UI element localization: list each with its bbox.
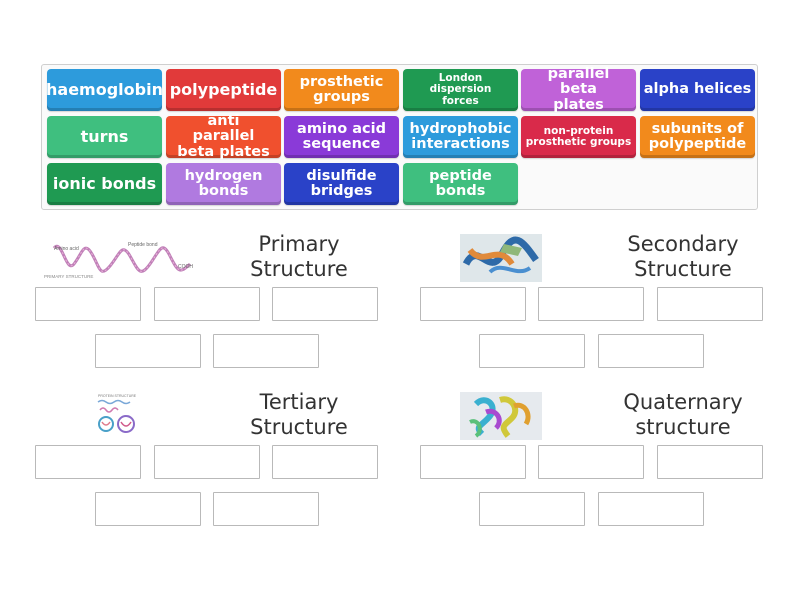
primary-drop-slot-3[interactable] bbox=[272, 287, 378, 321]
primary-drop-slot-1[interactable] bbox=[35, 287, 141, 321]
tertiary-drop-slot-2[interactable] bbox=[154, 445, 260, 479]
quaternary-drop-slot-1[interactable] bbox=[420, 445, 526, 479]
secondary-drop-slot-1[interactable] bbox=[420, 287, 526, 321]
tile-amino-acid-sequence[interactable]: amino acid sequence bbox=[284, 116, 399, 158]
primary-drop-slot-4[interactable] bbox=[95, 334, 201, 368]
tertiary-drop-slot-5[interactable] bbox=[213, 492, 319, 526]
tile-tray: haemoglobin polypeptide prosthetic group… bbox=[41, 64, 758, 210]
quaternary-drop-slot-2[interactable] bbox=[538, 445, 644, 479]
tile-anti-parallel-beta-plates[interactable]: anti parallel beta plates bbox=[166, 114, 281, 159]
tertiary-caption: PROTEIN STRUCTURE bbox=[98, 394, 137, 398]
tile-prosthetic-groups[interactable]: prosthetic groups bbox=[284, 69, 399, 111]
tile-hydrogen-bonds[interactable]: hydrogen bonds bbox=[166, 163, 281, 205]
secondary-drop-slot-3[interactable] bbox=[657, 287, 763, 321]
amino-acid-label: Amino acid bbox=[54, 246, 79, 252]
tile-hydrophobic-interactions[interactable]: hydrophobic interactions bbox=[403, 116, 518, 158]
tile-non-protein-prosthetic-groups[interactable]: non-protein prosthetic groups bbox=[521, 116, 636, 158]
tile-disulfide-bridges[interactable]: disulfide bridges bbox=[284, 163, 399, 205]
secondary-structure-image bbox=[460, 234, 542, 282]
secondary-drop-slot-4[interactable] bbox=[479, 334, 585, 368]
tile-alpha-helices[interactable]: alpha helices bbox=[640, 69, 755, 111]
tile-peptide-bonds[interactable]: peptide bonds bbox=[403, 163, 518, 205]
primary-drop-slot-5[interactable] bbox=[213, 334, 319, 368]
tile-polypeptide[interactable]: polypeptide bbox=[166, 69, 281, 111]
cooh-label: COOH bbox=[178, 264, 193, 270]
quaternary-drop-slot-3[interactable] bbox=[657, 445, 763, 479]
secondary-drop-slot-2[interactable] bbox=[538, 287, 644, 321]
quaternary-drop-slot-4[interactable] bbox=[479, 492, 585, 526]
tile-subunits-of-polypeptide[interactable]: subunits of polypeptide bbox=[640, 116, 755, 158]
tile-haemoglobin[interactable]: haemoglobin bbox=[46, 69, 163, 111]
secondary-drop-slot-5[interactable] bbox=[598, 334, 704, 368]
primary-drop-slot-2[interactable] bbox=[154, 287, 260, 321]
tile-london-dispersion-forces[interactable]: London dispersion forces bbox=[403, 69, 518, 111]
tile-turns[interactable]: turns bbox=[47, 116, 162, 158]
tertiary-drop-slot-3[interactable] bbox=[272, 445, 378, 479]
tile-ionic-bonds[interactable]: ionic bonds bbox=[47, 163, 162, 205]
quaternary-structure-image bbox=[460, 392, 542, 440]
tertiary-drop-slot-4[interactable] bbox=[95, 492, 201, 526]
peptide-bond-label: Peptide bond bbox=[128, 242, 158, 248]
tile-parallel-beta-plates[interactable]: parallel beta plates bbox=[521, 67, 636, 112]
quaternary-drop-slot-5[interactable] bbox=[598, 492, 704, 526]
primary-caption: PRIMARY STRUCTURE bbox=[44, 274, 93, 279]
tertiary-drop-slot-1[interactable] bbox=[35, 445, 141, 479]
primary-structure-image: Amino acid Peptide bond COOH PRIMARY STR… bbox=[40, 234, 194, 282]
tertiary-structure-image: PROTEIN STRUCTURE bbox=[94, 392, 138, 438]
